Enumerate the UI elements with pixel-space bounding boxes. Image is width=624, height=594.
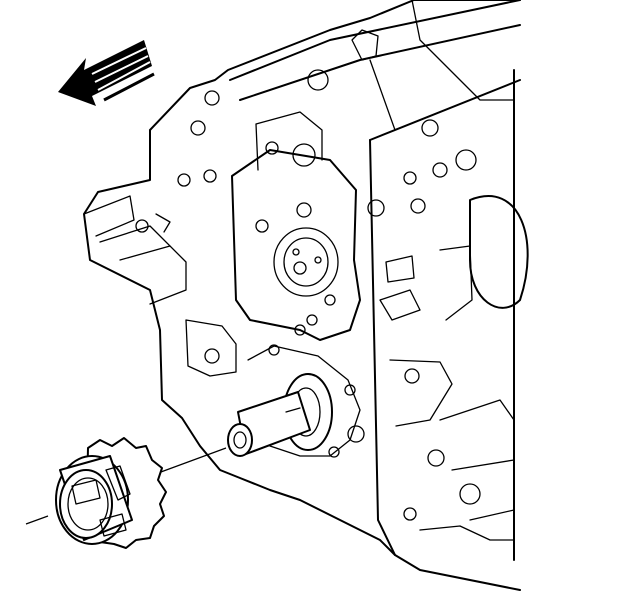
direction-arrow-icon xyxy=(58,40,155,106)
crankshaft-nose xyxy=(227,373,333,457)
engine-block xyxy=(83,0,529,591)
crankshaft-centerline xyxy=(25,447,227,525)
crankshaft-sprocket xyxy=(55,437,167,549)
